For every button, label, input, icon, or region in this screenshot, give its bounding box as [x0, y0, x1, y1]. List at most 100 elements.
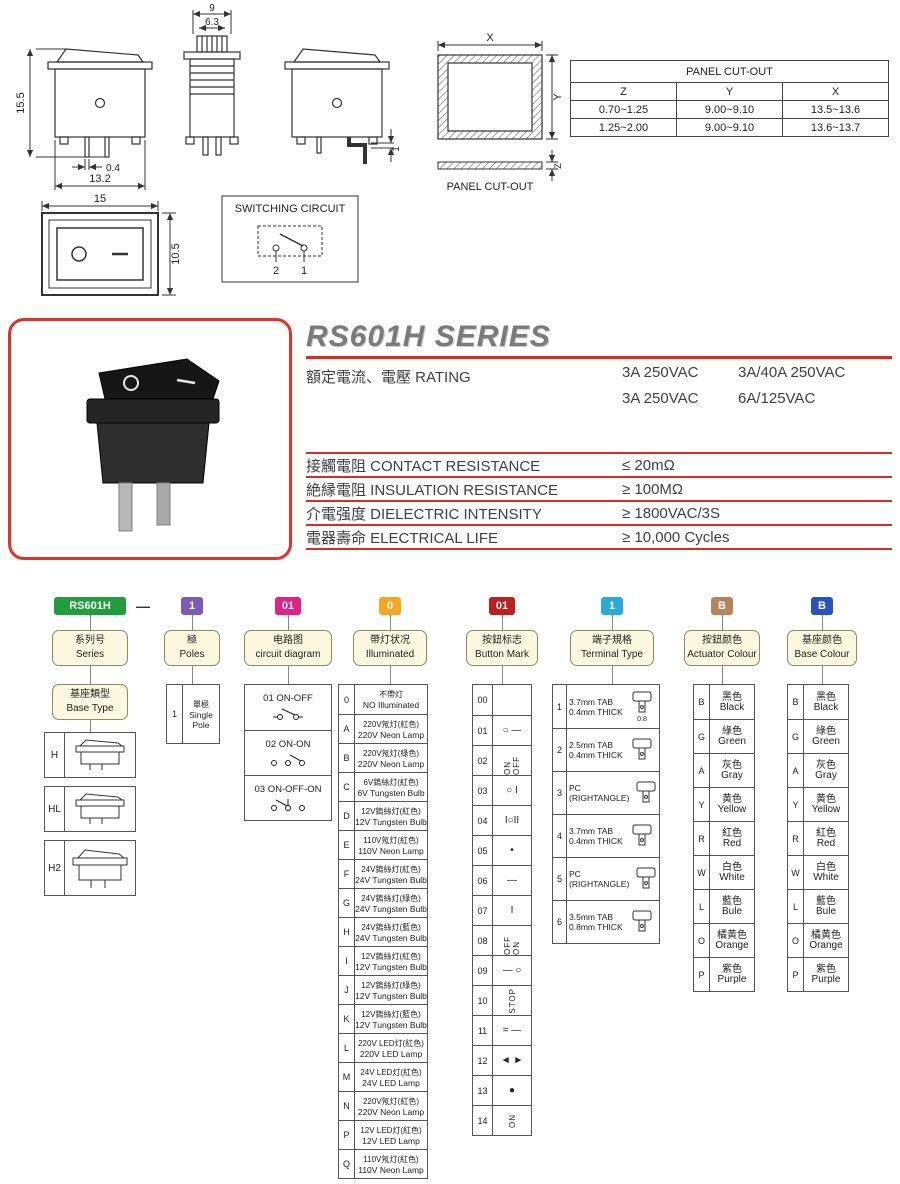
actuator-colour-desc: 藍色 Bule [710, 890, 754, 923]
base-colour-table: B 黑色 Black G 綠色 Green A 灰色 Gray [787, 684, 849, 992]
connector-line [722, 615, 723, 630]
button-mark-code: 14 [473, 1106, 493, 1135]
terminal-code: 3 [553, 772, 567, 814]
button-mark-symbol: ON OFF [493, 746, 531, 775]
col-title-terminal-cn: 端子規格 [592, 635, 632, 646]
col-title-circuit-en: circuit diagram [255, 649, 321, 660]
illuminated-desc-en: 12V Tungsten Bulb [355, 1019, 427, 1030]
button-mark-code: 00 [473, 685, 493, 715]
button-mark-symbol: = — [493, 1016, 531, 1045]
illuminated-row: M 24V LED灯(紅色) 24V LED Lamp [339, 1062, 427, 1091]
terminal-code: 2 [553, 729, 567, 771]
base-type-title-en: Base Type [66, 703, 114, 714]
rating-label: 額定電流、電壓 RATING [306, 369, 471, 386]
base-colour-en: Green [812, 736, 840, 747]
illuminated-desc-en: 220V Neon Lamp [357, 1106, 425, 1117]
spec-label: 電器壽命 ELECTRICAL LIFE [306, 529, 498, 547]
code-chip-actuator: B [711, 597, 733, 615]
illuminated-desc: 24V鎢絲灯(藍色) 24V Tungsten Bulb [355, 918, 427, 946]
illuminated-desc-cn: 12V鎢絲灯(紅色) [361, 951, 421, 961]
actuator-colour-desc: 黑色 Black [710, 685, 754, 719]
illuminated-row: C 6V鎢絲灯(紅色) 6V Tungsten Bulb [339, 772, 427, 801]
terminal-drawing [625, 901, 659, 943]
terminal-code: 4 [553, 815, 567, 857]
actuator-colour-en: Red [722, 838, 742, 849]
button-mark-code: 04 [473, 806, 493, 835]
actuator-colour-desc: 綠色 Green [710, 720, 754, 753]
illuminated-desc-cn: 24V鎢絲灯(紅色) [361, 864, 421, 874]
connector-line [502, 615, 503, 630]
illuminated-desc-cn: 220V氖灯(紅色) [362, 719, 419, 729]
base-colour-cn: 橘黄色 [811, 930, 841, 941]
illuminated-desc-cn: 220V氖灯(紅色) [362, 1096, 419, 1106]
illuminated-code: A [339, 715, 355, 743]
button-mark-row: 01 ○ — [473, 715, 531, 745]
actuator-colour-desc: 白色 White [710, 856, 754, 889]
col-title-actuator-en: Actuator Colour [687, 649, 757, 660]
illuminated-desc-en: 12V Tungsten Bulb [355, 961, 427, 972]
base-colour-en: Gray [815, 770, 837, 781]
button-mark-symbol: STOP [493, 986, 531, 1015]
code-chip-circuit: 01 [275, 597, 301, 615]
connector-line [822, 666, 823, 684]
actuator-colour-code: R [694, 822, 710, 855]
button-mark-symbol: I [493, 896, 531, 925]
illuminated-desc-cn: 6V鎢絲灯(紅色) [363, 777, 419, 787]
button-mark-row: 10 STOP [473, 985, 531, 1015]
code-chip-button-mark: 01 [489, 597, 515, 615]
col-title-illuminated: 帶灯状况 Illuminated [353, 630, 427, 666]
base-colour-row: B 黑色 Black [788, 685, 848, 719]
base-colour-desc: 綠色 Green [804, 720, 848, 753]
dim-width-label: 13.2 [89, 173, 110, 185]
actuator-colour-cn: 藍色 [722, 896, 742, 907]
panel-cutout-table-title: PANEL CUT-OUT [570, 60, 889, 83]
actuator-colour-en: Gray [721, 770, 743, 781]
col-title-terminal: 端子規格 Terminal Type [570, 630, 654, 666]
illuminated-row: P 12V LED灯(紅色) 12V LED Lamp [339, 1120, 427, 1149]
base-colour-cn: 紫色 [816, 964, 836, 975]
series-title: RS601H SERIES [306, 320, 551, 353]
button-mark-glyph: = — [502, 1025, 522, 1036]
button-mark-row: 07 I [473, 895, 531, 925]
panel-cutout-dim-lines [437, 41, 558, 181]
illuminated-desc-cn: 12V鎢絲灯(紅色) [361, 806, 421, 816]
illuminated-code: H [339, 918, 355, 946]
terminal-row: 5 PC (RIGHTANGLE) [553, 857, 659, 900]
actuator-colour-code: L [694, 890, 710, 923]
front-face-dim-lines [41, 201, 176, 296]
poles-item-desc: 單極 Single Pole [183, 685, 219, 743]
button-mark-row: 06 — [473, 865, 531, 895]
actuator-colour-row: W 白色 White [694, 855, 754, 889]
actuator-colour-code: Y [694, 788, 710, 821]
base-colour-cn: 紅色 [816, 828, 836, 839]
terminal-row: 3 PC (RIGHTANGLE) [553, 771, 659, 814]
base-colour-row: A 灰色 Gray [788, 753, 848, 787]
illuminated-desc-cn: 220V LED灯(紅色) [358, 1038, 424, 1048]
illuminated-desc-en: 12V Tungsten Bulb [355, 990, 427, 1001]
illuminated-code: N [339, 1092, 355, 1120]
illuminated-code: D [339, 802, 355, 830]
terminal-code: 5 [553, 858, 567, 900]
illuminated-desc-cn: 不帶灯 [379, 690, 403, 699]
base-colour-code: G [788, 720, 804, 753]
button-mark-row: 09 — ○ [473, 955, 531, 985]
illuminated-desc-en: 220V LED Lamp [359, 1048, 423, 1059]
actuator-colour-cn: 綠色 [722, 726, 742, 737]
button-mark-glyph: • [510, 845, 514, 856]
actuator-colour-en: Green [718, 736, 746, 747]
terminal-note: 0.8 [637, 716, 647, 723]
actuator-colour-cn: 紅色 [722, 828, 742, 839]
illuminated-row: K 12V鎢絲灯(藍色) 12V Tungsten Bulb [339, 1004, 427, 1033]
illuminated-table: 0 不帶灯 NO Illuminated A 220V氖灯(紅色) 220V N… [338, 684, 428, 1179]
actuator-colour-row: R 紅色 Red [694, 821, 754, 855]
base-colour-desc: 紫色 Purple [804, 958, 848, 991]
terminal-desc-line1: 3.7mm TAB [569, 826, 614, 836]
illuminated-code: C [339, 773, 355, 801]
circuit-label: ON-ON [278, 738, 311, 750]
col-title-terminal-en: Terminal Type [580, 649, 644, 660]
base-colour-row: P 紫色 Purple [788, 957, 848, 991]
button-mark-row: 05 • [473, 835, 531, 865]
base-colour-cn: 藍色 [816, 896, 836, 907]
technical-drawings: 15.5 13.2 0.4 9 [15, 3, 564, 296]
base-colour-en: White [813, 872, 839, 883]
